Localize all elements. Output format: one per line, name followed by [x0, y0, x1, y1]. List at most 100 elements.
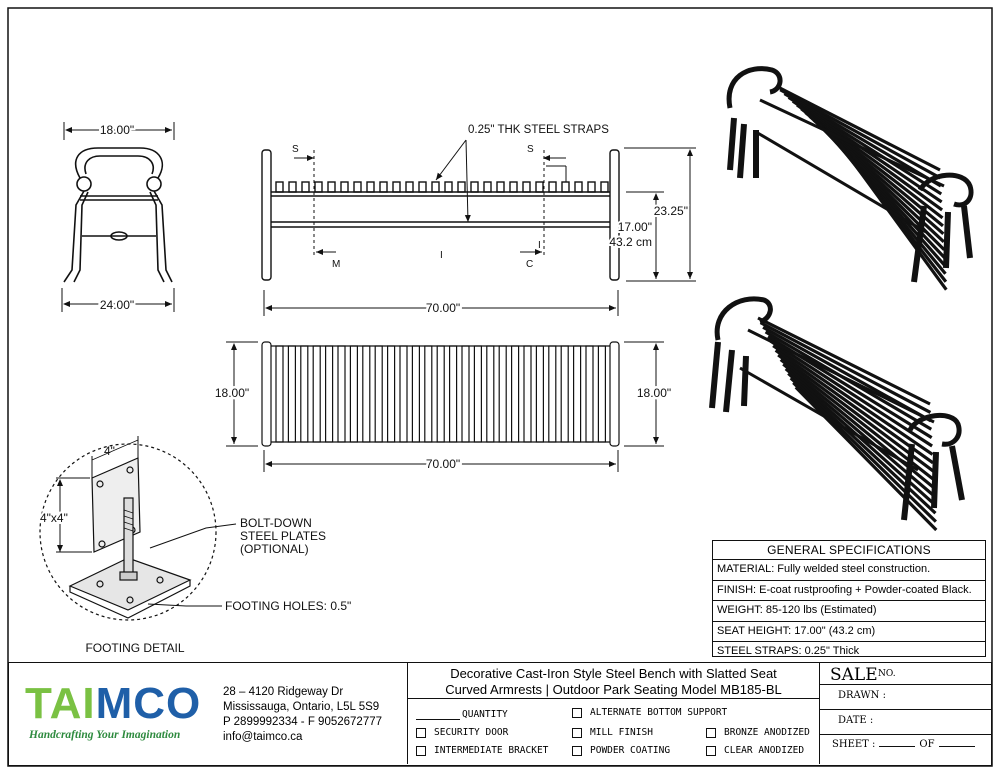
seat-height-in: 17.00"	[618, 220, 652, 234]
seat-slat	[772, 344, 934, 456]
option-label: CLEAR ANODIZED	[724, 745, 805, 756]
checkbox[interactable]	[572, 707, 582, 718]
seat-slat	[486, 345, 495, 443]
strap-end	[470, 181, 479, 193]
option-intermediate-bracket[interactable]: INTERMEDIATE BRACKET	[416, 745, 548, 756]
seat-slat	[535, 345, 545, 443]
checkbox[interactable]	[706, 745, 716, 756]
seat-slat	[275, 345, 284, 443]
seat-slat	[362, 345, 371, 443]
seat-slat	[312, 345, 321, 443]
seat-slat	[774, 349, 934, 465]
checkbox[interactable]	[706, 727, 716, 738]
email-link[interactable]: info@taimco.ca	[223, 731, 303, 743]
strap-end	[444, 181, 453, 193]
seat-slat	[757, 316, 931, 406]
spec-material: MATERIAL: Fully welded steel constructio…	[713, 560, 985, 581]
option-label: ALTERNATE BOTTOM SUPPORT	[590, 707, 728, 718]
option-label: INTERMEDIATE BRACKET	[434, 745, 549, 756]
bench-iso-lower	[709, 296, 965, 532]
strap-end	[561, 181, 570, 193]
strap-end	[483, 181, 492, 193]
company-address: 28 – 4120 Ridgeway Dr Mississauga, Ontar…	[223, 685, 382, 745]
seat-slat	[837, 141, 948, 291]
checkbox[interactable]	[572, 727, 582, 738]
top-length: 70.00"	[426, 457, 460, 471]
seat-slat	[424, 345, 433, 443]
address-line: Mississauga, Ontario, L5L 5S9	[223, 701, 380, 713]
seat-slat	[560, 345, 569, 443]
option-label: BRONZE ANODIZED	[724, 727, 810, 738]
logo-wordmark: TAIMCO	[25, 679, 202, 728]
side-view-dims	[61, 122, 175, 312]
checkbox[interactable]	[416, 745, 426, 756]
marker-s-left: S	[292, 144, 299, 155]
seat-slat	[523, 345, 532, 443]
quantity-label: QUANTITY	[462, 709, 508, 720]
strap-end	[457, 181, 466, 193]
footing-caption: FOOTING DETAIL	[85, 641, 184, 655]
option-security-door[interactable]: SECURITY DOOR	[416, 727, 508, 738]
seat-slat	[783, 92, 942, 188]
option-alternate-bottom-support[interactable]: ALTERNATE BOTTOM SUPPORT	[572, 707, 727, 718]
option-powder-coating[interactable]: POWDER COATING	[572, 745, 670, 756]
seat-slat	[792, 381, 937, 523]
order-options: QUANTITY SECURITY DOOR INTERMEDIATE BRAC…	[407, 699, 820, 764]
strap-end	[522, 181, 531, 193]
footing-dims	[56, 436, 237, 607]
front-view-dims	[263, 139, 696, 316]
sale-label: SALE	[830, 665, 878, 685]
side-width-top: 18.00"	[100, 123, 134, 137]
option-clear-anodized[interactable]: CLEAR ANODIZED	[706, 745, 804, 756]
marker-s-right: S	[527, 144, 534, 155]
seat-slat	[411, 345, 420, 443]
footing-plate-width: 4"	[104, 444, 115, 458]
sale-no-row: SALE NO.	[820, 663, 991, 685]
date-label: DATE :	[838, 715, 874, 726]
title-block: TAIMCO Handcrafting Your Imagination 28 …	[8, 662, 992, 766]
seat-slat	[789, 376, 937, 515]
seat-slat	[572, 345, 582, 443]
seat-slat	[759, 321, 932, 414]
strap-end	[535, 181, 544, 193]
strap-end	[314, 181, 323, 193]
front-view	[261, 149, 620, 281]
seat-slat	[597, 345, 607, 443]
sale-block: SALE NO. DRAWN : DATE : SHEET :OF	[819, 663, 991, 764]
seat-slat	[374, 345, 383, 443]
marker-m: M	[332, 259, 340, 270]
option-label: POWDER COATING	[590, 745, 671, 756]
quantity-field[interactable]: QUANTITY	[416, 709, 508, 720]
drawn-row[interactable]: DRAWN :	[820, 684, 991, 710]
seat-slat	[585, 345, 594, 443]
spec-seat-height: SEAT HEIGHT: 17.00" (43.2 cm)	[713, 622, 985, 642]
seat-slat	[775, 84, 941, 172]
seat-slat	[436, 345, 445, 443]
drawn-label: DRAWN :	[838, 690, 886, 701]
seat-slat	[511, 345, 520, 443]
option-label: MILL FINISH	[590, 727, 653, 738]
straps-label: 0.25" THK STEEL STRAPS	[468, 124, 609, 136]
strap-end	[405, 181, 414, 193]
checkbox[interactable]	[572, 745, 582, 756]
seat-height-cm: 43.2 cm	[609, 235, 652, 249]
spec-straps: STEEL STRAPS: 0.25" Thick	[717, 645, 860, 657]
seat-slat	[473, 345, 482, 443]
spec-title: GENERAL SPECIFICATIONS	[713, 541, 985, 560]
side-view	[63, 147, 173, 283]
front-overall-length: 70.00"	[426, 301, 460, 315]
seat-slat	[387, 345, 396, 443]
checkbox[interactable]	[416, 727, 426, 738]
side-width-bottom: 24.00"	[100, 298, 134, 312]
strap-end	[574, 181, 583, 193]
seat-slat	[349, 345, 358, 443]
strap-end	[301, 181, 310, 193]
option-mill-finish[interactable]: MILL FINISH	[572, 727, 653, 738]
phone-fax: P 2899992334 - F 9052672777	[223, 716, 383, 728]
spec-weight: WEIGHT: 85-120 lbs (Estimated)	[713, 601, 985, 622]
footing-detail	[39, 443, 217, 621]
sheet-row[interactable]: SHEET :OF	[832, 737, 979, 750]
strap-end	[392, 181, 401, 193]
option-bronze-anodized[interactable]: BRONZE ANODIZED	[706, 727, 810, 738]
date-row[interactable]: DATE :	[820, 709, 991, 735]
